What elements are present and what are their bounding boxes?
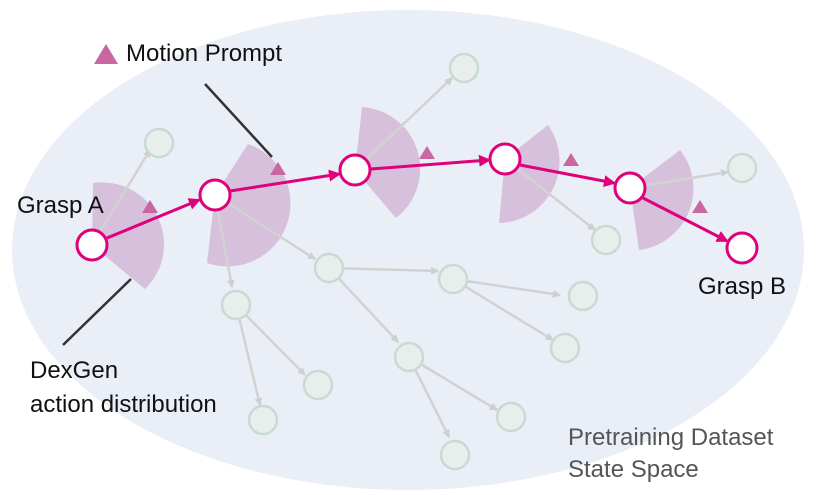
dataset-state-space-region [12, 10, 804, 490]
motion-prompt-triangle [692, 200, 708, 213]
trajectory-node [338, 153, 372, 187]
motion-prompt-triangle [563, 153, 579, 166]
dataset-states [143, 52, 758, 471]
state-node [302, 369, 334, 401]
trajectory-path [106, 154, 729, 243]
grasp-a-label: Grasp A [17, 192, 104, 219]
motion-prompt-markers [94, 44, 708, 213]
state-node [495, 401, 527, 433]
state-node [726, 152, 758, 184]
trajectory-node [198, 178, 232, 212]
state-node [567, 280, 599, 312]
state-node [247, 404, 279, 436]
wedge-5 [630, 150, 694, 250]
motion-prompt-triangle [142, 200, 158, 213]
state-node [393, 341, 425, 373]
state-node [448, 52, 480, 84]
motion-prompt-triangle [419, 146, 435, 159]
state-node [549, 332, 581, 364]
grasp-b-node [725, 231, 759, 265]
motion-prompt-legend-triangle [94, 44, 118, 64]
dataset-label-line2: State Space [568, 456, 699, 483]
dexgen-label-line2: action distribution [30, 391, 217, 418]
motion-prompt-callout [204, 83, 273, 158]
state-node [220, 289, 252, 321]
state-node [437, 263, 469, 295]
dexgen-label-line1: DexGen [30, 357, 119, 384]
trajectory-node [488, 142, 522, 176]
state-node [439, 439, 471, 471]
wedge-4 [499, 125, 560, 223]
wedge-2 [207, 144, 291, 267]
motion-prompt-triangle [270, 162, 286, 175]
dexgen-callout [62, 278, 132, 346]
grasp-b-label: Grasp B [698, 273, 787, 300]
dataset-label-line1: Pretraining Dataset [568, 424, 774, 451]
state-node [590, 224, 622, 256]
trajectory-states [75, 142, 759, 265]
state-node [313, 252, 345, 284]
trajectory-node [613, 171, 647, 205]
motion-prompt-label: Motion Prompt [126, 40, 283, 67]
wedge-3 [355, 107, 421, 218]
state-node [143, 127, 175, 159]
grasp-a-node [75, 228, 109, 262]
